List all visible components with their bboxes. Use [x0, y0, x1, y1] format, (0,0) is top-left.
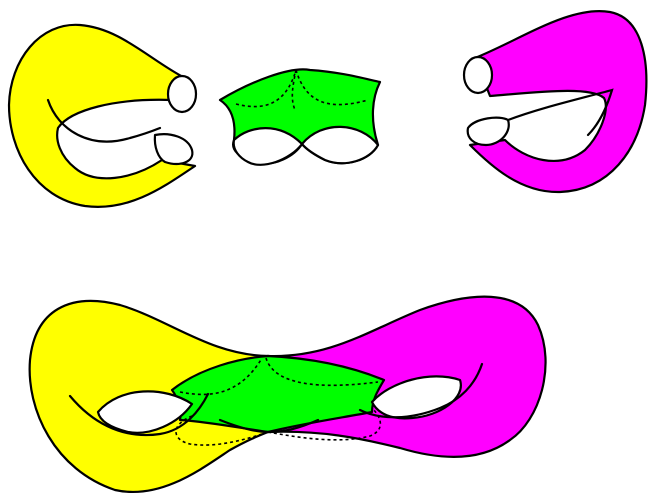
left-handle-piece [9, 25, 196, 207]
left-handle-top-cuff [168, 76, 196, 112]
glued-genus-two-surface [30, 297, 546, 492]
right-handle-piece [464, 11, 646, 192]
right-handle-body [470, 11, 646, 192]
right-handle-inner-curve [508, 90, 612, 135]
left-handle-body [9, 25, 195, 207]
right-handle-top-cuff [464, 57, 492, 93]
left-handle-bottom-cuff [155, 134, 193, 164]
middle-pants-piece [220, 69, 380, 164]
